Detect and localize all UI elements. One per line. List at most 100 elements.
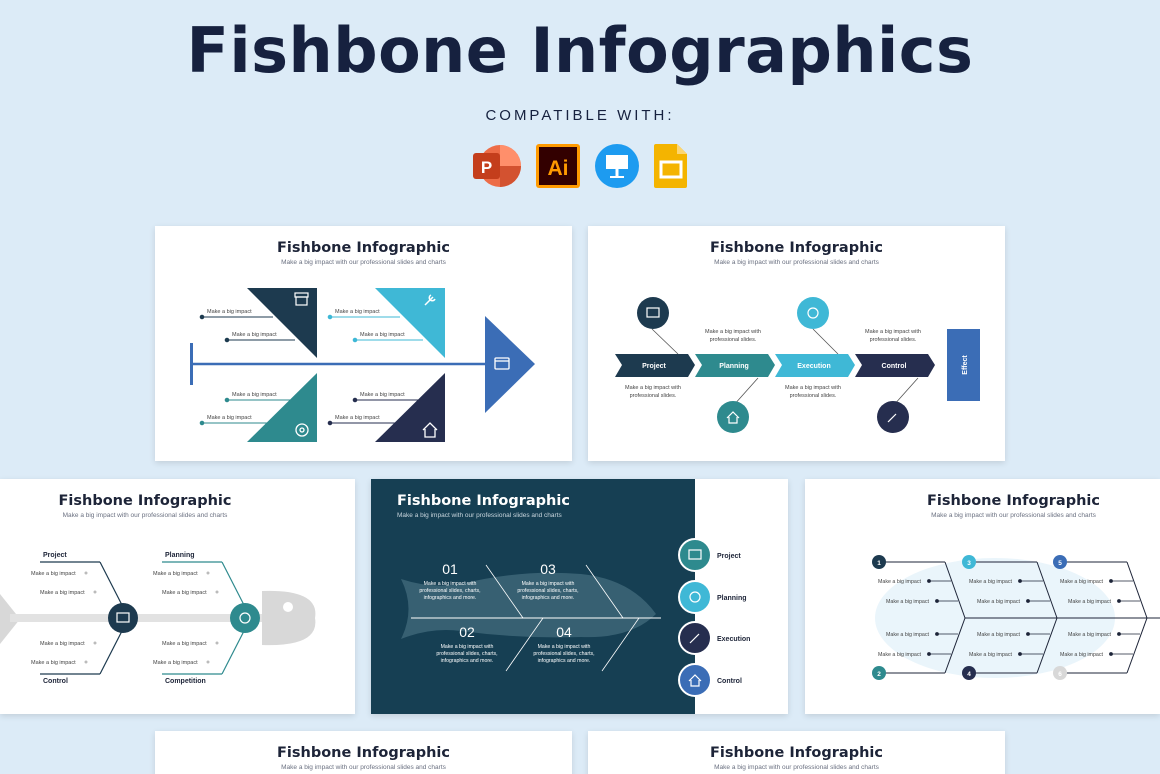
- step-number: 6: [1058, 671, 1062, 678]
- wrench-icon: [689, 633, 700, 644]
- note-text: Make a big impact with: [424, 581, 477, 587]
- bullet-label: Make a big impact: [335, 309, 380, 315]
- bullet-label: Make a big impact: [1068, 599, 1112, 605]
- step-label: Planning: [719, 363, 749, 370]
- bullet-label: Make a big impact: [153, 571, 198, 577]
- bullet-label: Make a big impact: [886, 599, 930, 605]
- branch-label: Project: [43, 552, 67, 559]
- bullet-label: Make a big impact: [40, 641, 85, 647]
- powerpoint-icon-label: P: [481, 158, 492, 177]
- note-text: professional slides, charts,: [533, 651, 594, 657]
- home-icon: [422, 422, 438, 438]
- slide-subtitle: Make a big impact with our professional …: [281, 764, 446, 771]
- bullet-label: Make a big impact: [977, 599, 1021, 605]
- slide-title: Fishbone Infographic: [58, 493, 232, 509]
- archive-icon: [646, 307, 660, 318]
- note-text: infographics and more.: [424, 595, 477, 601]
- gear-icon: [689, 591, 701, 603]
- bullet-label: Make a big impact: [878, 579, 922, 585]
- wrench-icon: [887, 413, 897, 423]
- slide-subtitle: Make a big impact with our professional …: [281, 259, 446, 266]
- fishbone-diagram: Make a big impact Make a big impact Make…: [190, 288, 535, 442]
- bullet-label: Make a big impact: [207, 309, 252, 315]
- gear-icon: [295, 423, 309, 437]
- legend-label: Project: [717, 553, 741, 560]
- step-number: 4: [967, 671, 971, 678]
- process-diagram: Project Planning Execution Control Effec…: [615, 297, 980, 433]
- page-title: Fishbone Infographics: [186, 14, 974, 87]
- slide-preview-7[interactable]: Fishbone Infographic Make a big impact w…: [588, 731, 1005, 774]
- bullet-label: Make a big impact: [232, 392, 277, 398]
- step-label: Project: [642, 363, 666, 370]
- bullet-label: Make a big impact: [1068, 632, 1112, 638]
- note-text: professional slides.: [790, 393, 837, 399]
- archive-icon: [116, 612, 130, 623]
- slide-fishbone-triangles[interactable]: Fishbone Infographic Make a big impact w…: [155, 226, 572, 461]
- bullet-label: Make a big impact: [360, 332, 405, 338]
- note-text: Make a big impact with: [785, 385, 841, 391]
- slide-title: Fishbone Infographic: [277, 745, 450, 761]
- note-text: professional slides, charts,: [419, 588, 480, 594]
- home-icon: [688, 674, 702, 687]
- google-slides-icon: [653, 143, 689, 193]
- bullet-label: Make a big impact: [969, 579, 1013, 585]
- step-number: 5: [1058, 560, 1062, 567]
- numbered-diagram: 1 3 5 2 4 6 Make a big impact Make a big…: [872, 555, 1160, 680]
- gear-icon: [807, 307, 819, 319]
- slide-subtitle: Make a big impact with our professional …: [931, 512, 1096, 519]
- slide-fishbone-numbered[interactable]: Fishbone Infographic Make a big impact w…: [805, 479, 1160, 714]
- branch-label: Competition: [165, 678, 206, 685]
- note-text: Make a big impact with: [865, 329, 921, 335]
- folder-icon: [494, 357, 510, 370]
- slide-fishbone-process[interactable]: Fishbone Infographic Make a big impact w…: [588, 226, 1005, 461]
- step-label: Execution: [797, 363, 830, 370]
- bullet-label: Make a big impact: [162, 590, 207, 596]
- legend-label: Execution: [717, 636, 750, 643]
- note-text: professional slides, charts,: [517, 588, 578, 594]
- archive-icon: [294, 292, 309, 306]
- slide-subtitle: Make a big impact with our professional …: [714, 259, 879, 266]
- bullet-label: Make a big impact: [360, 392, 405, 398]
- slide-fishbone-dark[interactable]: Fishbone Infographic Make a big impact w…: [371, 479, 788, 714]
- bullet-label: Make a big impact: [878, 652, 922, 658]
- step-number: 3: [967, 560, 971, 567]
- section-number: 02: [459, 624, 475, 640]
- bullet-label: Make a big impact: [162, 641, 207, 647]
- step-label: Control: [882, 363, 907, 370]
- gear-icon: [239, 612, 251, 624]
- bullet-label: Make a big impact: [232, 332, 277, 338]
- bullet-label: Make a big impact: [1060, 652, 1104, 658]
- branch-label: Control: [43, 678, 68, 685]
- note-text: professional slides.: [710, 337, 757, 343]
- bullet-label: Make a big impact: [977, 632, 1021, 638]
- slide-title: Fishbone Infographic: [397, 493, 570, 509]
- slide-fishbone-fish[interactable]: Fishbone Infographic Make a big impact w…: [0, 479, 355, 714]
- bullet-label: Make a big impact: [31, 660, 76, 666]
- slide-title: Fishbone Infographic: [710, 745, 883, 761]
- step-number: 1: [877, 560, 881, 567]
- slide-subtitle: Make a big impact with our professional …: [62, 512, 228, 519]
- illustrator-icon: Ai: [535, 143, 581, 193]
- slide-title: Fishbone Infographic: [927, 493, 1100, 509]
- bullet-label: Make a big impact: [153, 660, 198, 666]
- note-text: Make a big impact with: [522, 581, 575, 587]
- bullet-label: Make a big impact: [207, 415, 252, 421]
- note-text: professional slides, charts,: [436, 651, 497, 657]
- bullet-label: Make a big impact: [335, 415, 380, 421]
- slide-title: Fishbone Infographic: [710, 240, 883, 256]
- note-text: Make a big impact with: [441, 644, 494, 650]
- bullet-label: Make a big impact: [40, 590, 85, 596]
- illustrator-icon-label: Ai: [548, 157, 569, 180]
- wrench-icon: [424, 294, 436, 306]
- legend-label: Control: [717, 678, 742, 685]
- archive-icon: [688, 549, 702, 560]
- keynote-icon: [594, 143, 640, 193]
- note-text: professional slides.: [870, 337, 917, 343]
- slide-subtitle: Make a big impact with our professional …: [714, 764, 879, 771]
- note-text: infographics and more.: [441, 658, 494, 664]
- slide-preview-6[interactable]: Fishbone Infographic Make a big impact w…: [155, 731, 572, 774]
- note-text: Make a big impact with: [538, 644, 591, 650]
- note-text: infographics and more.: [538, 658, 591, 664]
- note-text: Make a big impact with: [705, 329, 761, 335]
- branch-label: Planning: [165, 552, 195, 559]
